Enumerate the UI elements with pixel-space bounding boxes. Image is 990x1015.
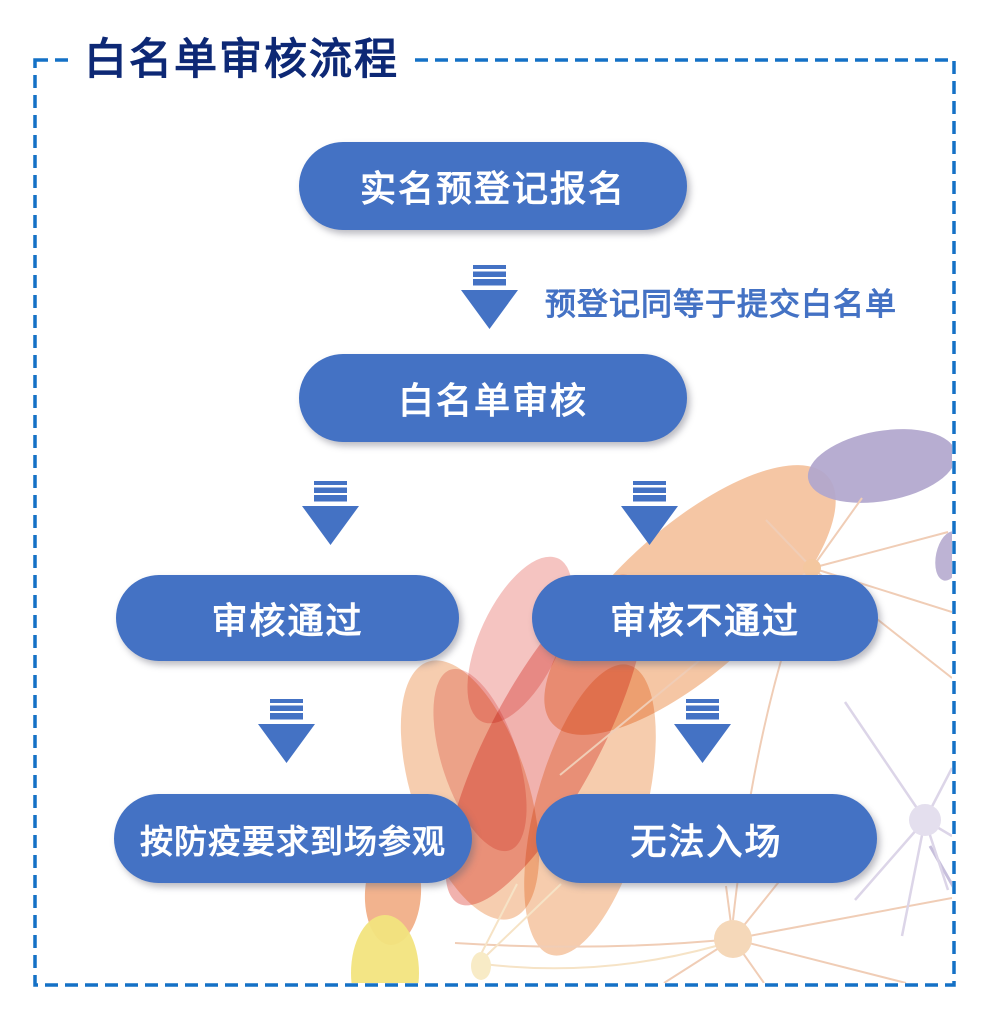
network-node-dots [471, 559, 941, 980]
arrow-side-note: 预登记同等于提交白名单 [545, 287, 897, 322]
down-arrow-icon [258, 699, 315, 763]
step-registration-box: 实名预登记报名 [299, 142, 687, 230]
down-arrow-icon [621, 481, 678, 545]
result-fail-box: 无法入场 [536, 794, 877, 883]
step-review-box: 白名单审核 [299, 354, 687, 442]
result-pass-box: 按防疫要求到场参观 [114, 794, 472, 883]
cream-lines-decoration [479, 883, 717, 970]
down-arrow-icon [674, 699, 731, 763]
branch-pass-box: 审核通过 [116, 575, 459, 661]
page-title: 白名单审核流程 [70, 34, 413, 86]
branch-fail-box: 审核不通过 [532, 575, 878, 661]
dashed-border [33, 58, 956, 987]
down-arrow-icon [302, 481, 359, 545]
down-arrow-icon [461, 265, 518, 329]
